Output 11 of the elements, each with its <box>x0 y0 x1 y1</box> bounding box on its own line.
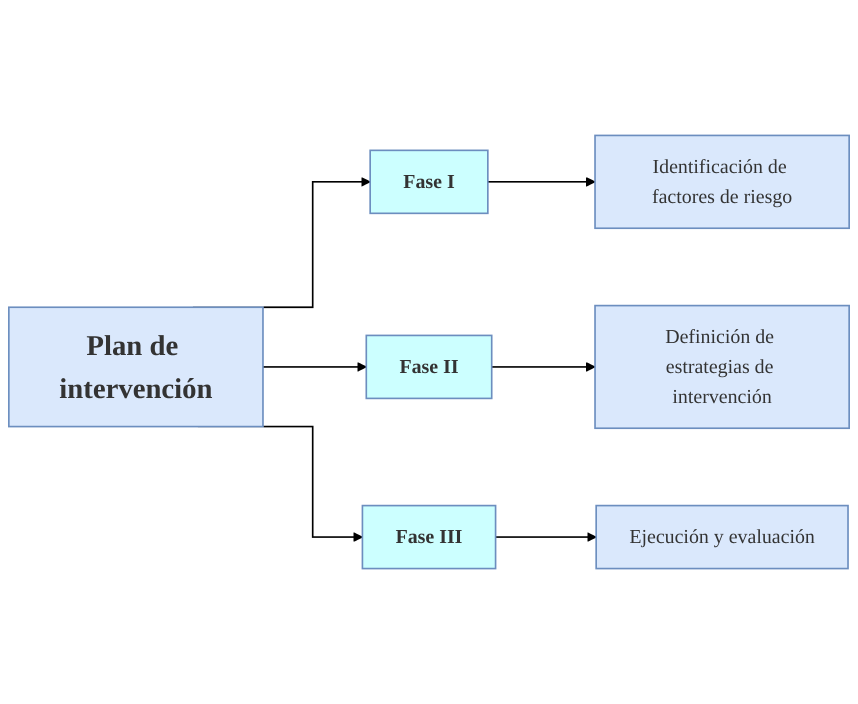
node-box: Fase III <box>362 504 496 570</box>
arrow <box>262 362 367 372</box>
node-box: Ejecución y evaluación <box>595 504 849 570</box>
node-box: Identificación de factores de riesgo <box>594 134 850 230</box>
node-box: Fase I <box>369 150 489 214</box>
node-box: Plan de intervención <box>8 306 264 428</box>
node-box: Fase II <box>365 334 493 400</box>
arrow <box>488 176 596 187</box>
arrow <box>492 362 596 372</box>
node-box: Definición de estrategias de intervención <box>594 304 850 430</box>
arrow <box>496 532 597 542</box>
